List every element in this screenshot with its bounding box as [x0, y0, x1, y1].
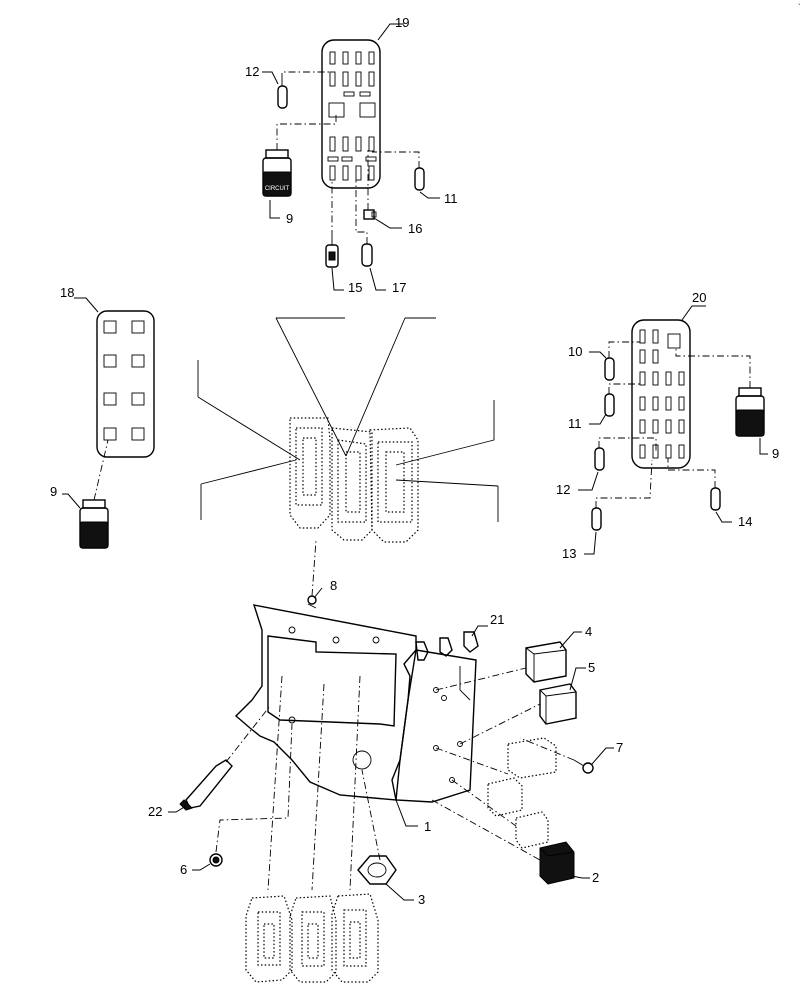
- housing-detail[interactable]: [289, 417, 419, 543]
- bolt-7[interactable]: [573, 759, 594, 774]
- callout-10: 10: [568, 344, 582, 359]
- callout-19: 19: [395, 15, 409, 30]
- callout-14: 14: [738, 514, 752, 529]
- clip-21[interactable]: [415, 631, 479, 661]
- harness-connector-22[interactable]: [179, 759, 233, 811]
- fuse-block-19[interactable]: [321, 39, 381, 189]
- connector-16[interactable]: [363, 209, 377, 220]
- callout-12-right: 12: [556, 482, 570, 497]
- callout-5: 5: [588, 660, 595, 675]
- fuse-15[interactable]: [325, 237, 339, 268]
- relay-5[interactable]: [539, 683, 577, 725]
- fuse-12-top[interactable]: [277, 80, 288, 109]
- detail-lines: [197, 317, 499, 522]
- callout-9-top: 9: [286, 211, 293, 226]
- relay-9-left[interactable]: [79, 499, 109, 549]
- callout-9-left: 9: [50, 484, 57, 499]
- fuse-10[interactable]: [604, 357, 615, 381]
- callout-8: 8: [330, 578, 337, 593]
- callout-11-top: 11: [444, 191, 458, 206]
- callout-22: 22: [148, 804, 162, 819]
- callout-16: 16: [408, 221, 422, 236]
- callout-20: 20: [692, 290, 706, 305]
- grommet-6[interactable]: [209, 853, 223, 867]
- relay-9-right[interactable]: [735, 387, 765, 437]
- callout-17: 17: [392, 280, 406, 295]
- callout-21: 21: [490, 612, 504, 627]
- relay-2[interactable]: [539, 841, 575, 885]
- relay-9-top[interactable]: CIRCUIT: [262, 149, 292, 197]
- callout-18: 18: [60, 285, 74, 300]
- fuse-11-right[interactable]: [604, 393, 615, 417]
- mounting-panel-1[interactable]: [234, 604, 477, 803]
- nut-3[interactable]: [357, 855, 397, 885]
- callout-7: 7: [616, 740, 623, 755]
- housing-bottom[interactable]: [245, 893, 379, 983]
- callout-2: 2: [592, 870, 599, 885]
- callout-11-right: 11: [568, 416, 582, 431]
- fuse-17[interactable]: [361, 243, 373, 267]
- callout-4: 4: [585, 624, 592, 639]
- relay-sockets[interactable]: [487, 737, 557, 849]
- callout-1: 1: [424, 819, 431, 834]
- callout-9-right: 9: [772, 446, 779, 461]
- callout-3: 3: [418, 892, 425, 907]
- fuse-block-20[interactable]: [631, 319, 691, 469]
- fuse-12-right[interactable]: [594, 447, 605, 471]
- fuse-14[interactable]: [710, 487, 721, 511]
- relay-label: CIRCUIT: [265, 186, 290, 192]
- corner-mark: `: [798, 3, 801, 12]
- relay-4[interactable]: [525, 641, 567, 683]
- callout-13: 13: [562, 546, 576, 561]
- callout-15: 15: [348, 280, 362, 295]
- callout-6: 6: [180, 862, 187, 877]
- callout-12-top: 12: [245, 64, 259, 79]
- relay-block-18[interactable]: [96, 310, 155, 458]
- fuse-11-top[interactable]: [414, 167, 425, 191]
- fuse-13[interactable]: [591, 507, 602, 531]
